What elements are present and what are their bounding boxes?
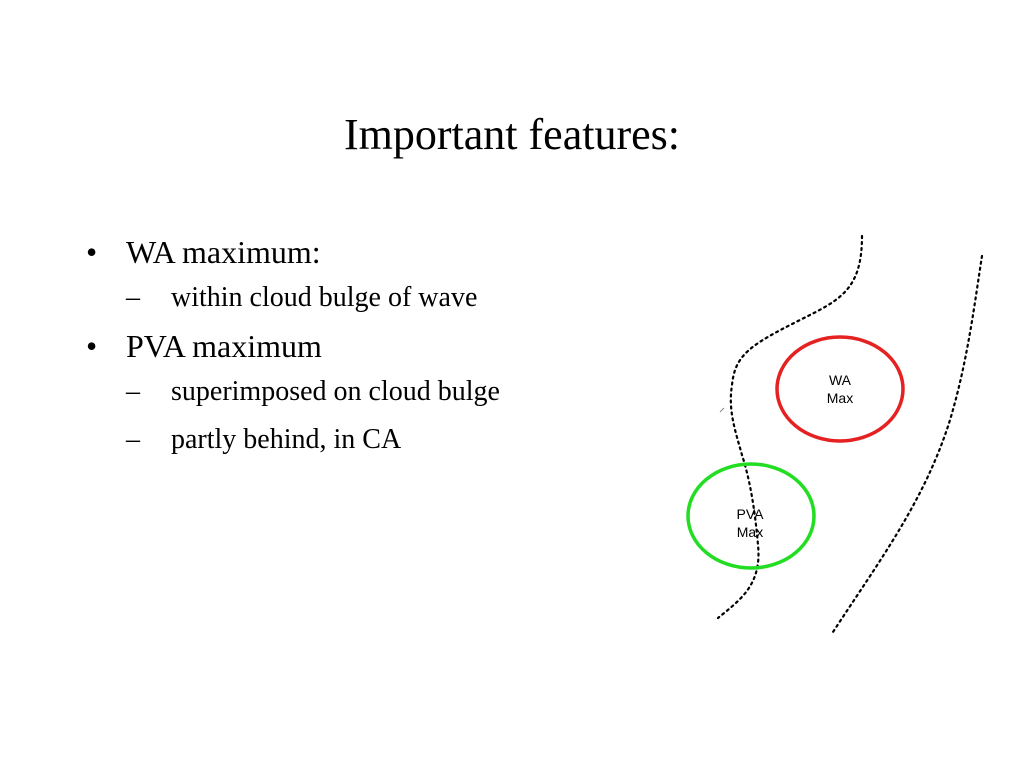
sub-marker: – — [126, 282, 140, 313]
right-dotted-boundary — [831, 254, 984, 634]
pva-max-label-line2: Max — [737, 524, 763, 540]
sub-bullet-text: superimposed on cloud bulge — [171, 376, 500, 407]
sub-list: – within cloud bulge of wave — [126, 278, 516, 318]
bullet-pva-maximum: • PVA maximum – superimposed on cloud bu… — [86, 326, 516, 460]
sub-bullet-text: partly behind, in CA — [171, 424, 402, 455]
left-dotted-boundary — [716, 234, 864, 620]
bullet-text: PVA maximum — [126, 328, 322, 364]
sub-bullet-text: within cloud bulge of wave — [171, 282, 478, 313]
pva-max-label-line1: PVA — [737, 506, 765, 522]
sub-bullet-cloud-bulge-of-wave: – within cloud bulge of wave — [126, 278, 556, 318]
wa-max-label-line2: Max — [827, 390, 853, 406]
sub-list: – superimposed on cloud bulge – partly b… — [126, 372, 516, 460]
bullet-marker: • — [86, 328, 98, 364]
sub-bullet-partly-behind: – partly behind, in CA — [126, 420, 556, 460]
slide-title: Important features: — [344, 110, 680, 159]
sub-bullet-superimposed: – superimposed on cloud bulge — [126, 372, 556, 412]
wa-max-circle — [775, 335, 905, 443]
pva-max-circle — [686, 462, 816, 570]
bullet-text: WA maximum: — [126, 234, 321, 270]
sub-marker: – — [126, 424, 140, 455]
small-tick-mark — [719, 407, 725, 413]
bullet-marker: • — [86, 234, 98, 270]
sub-marker: – — [126, 376, 140, 407]
wa-max-label-line1: WA — [829, 372, 852, 388]
bullet-list: • WA maximum: – within cloud bulge of wa… — [86, 232, 516, 468]
bullet-wa-maximum: • WA maximum: – within cloud bulge of wa… — [86, 232, 516, 318]
